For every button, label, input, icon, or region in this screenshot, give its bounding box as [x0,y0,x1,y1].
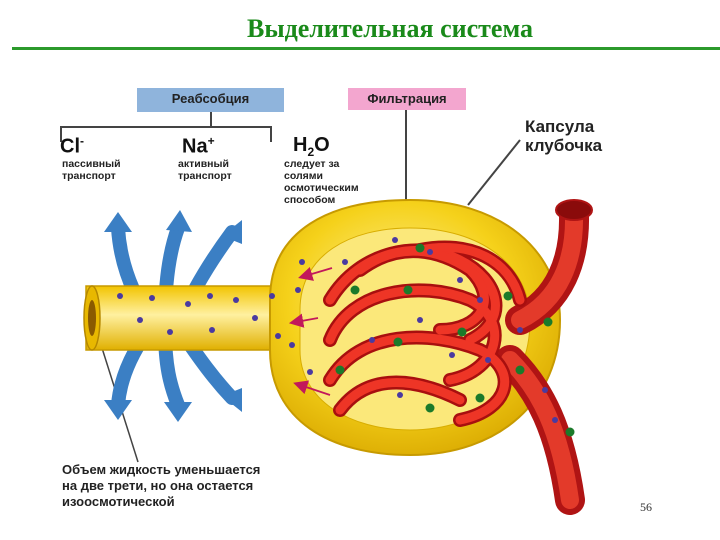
ion-na: Na+ [182,134,215,158]
page-number: 56 [640,500,652,514]
ion-h2o: H2O [293,134,330,159]
capsule-pointer [467,139,521,206]
solute-dots-purple [117,237,558,423]
vessel-opening [555,199,593,221]
page-title: Выделительная система [247,14,533,43]
solute-dots-green [335,243,575,437]
afferent-arteriole [505,200,590,335]
reabsorption-bracket [60,126,272,142]
bracket-stem [210,112,212,126]
filtration-arrows [288,267,333,396]
reabsorption-arrowheads [104,210,242,422]
ion-cl: Cl- [60,134,84,158]
reabsorption-label: Реабсобция [137,88,284,112]
filtration-label: Фильтрация [348,88,466,110]
efferent-arteriole [495,345,585,515]
title-underline [12,47,720,50]
